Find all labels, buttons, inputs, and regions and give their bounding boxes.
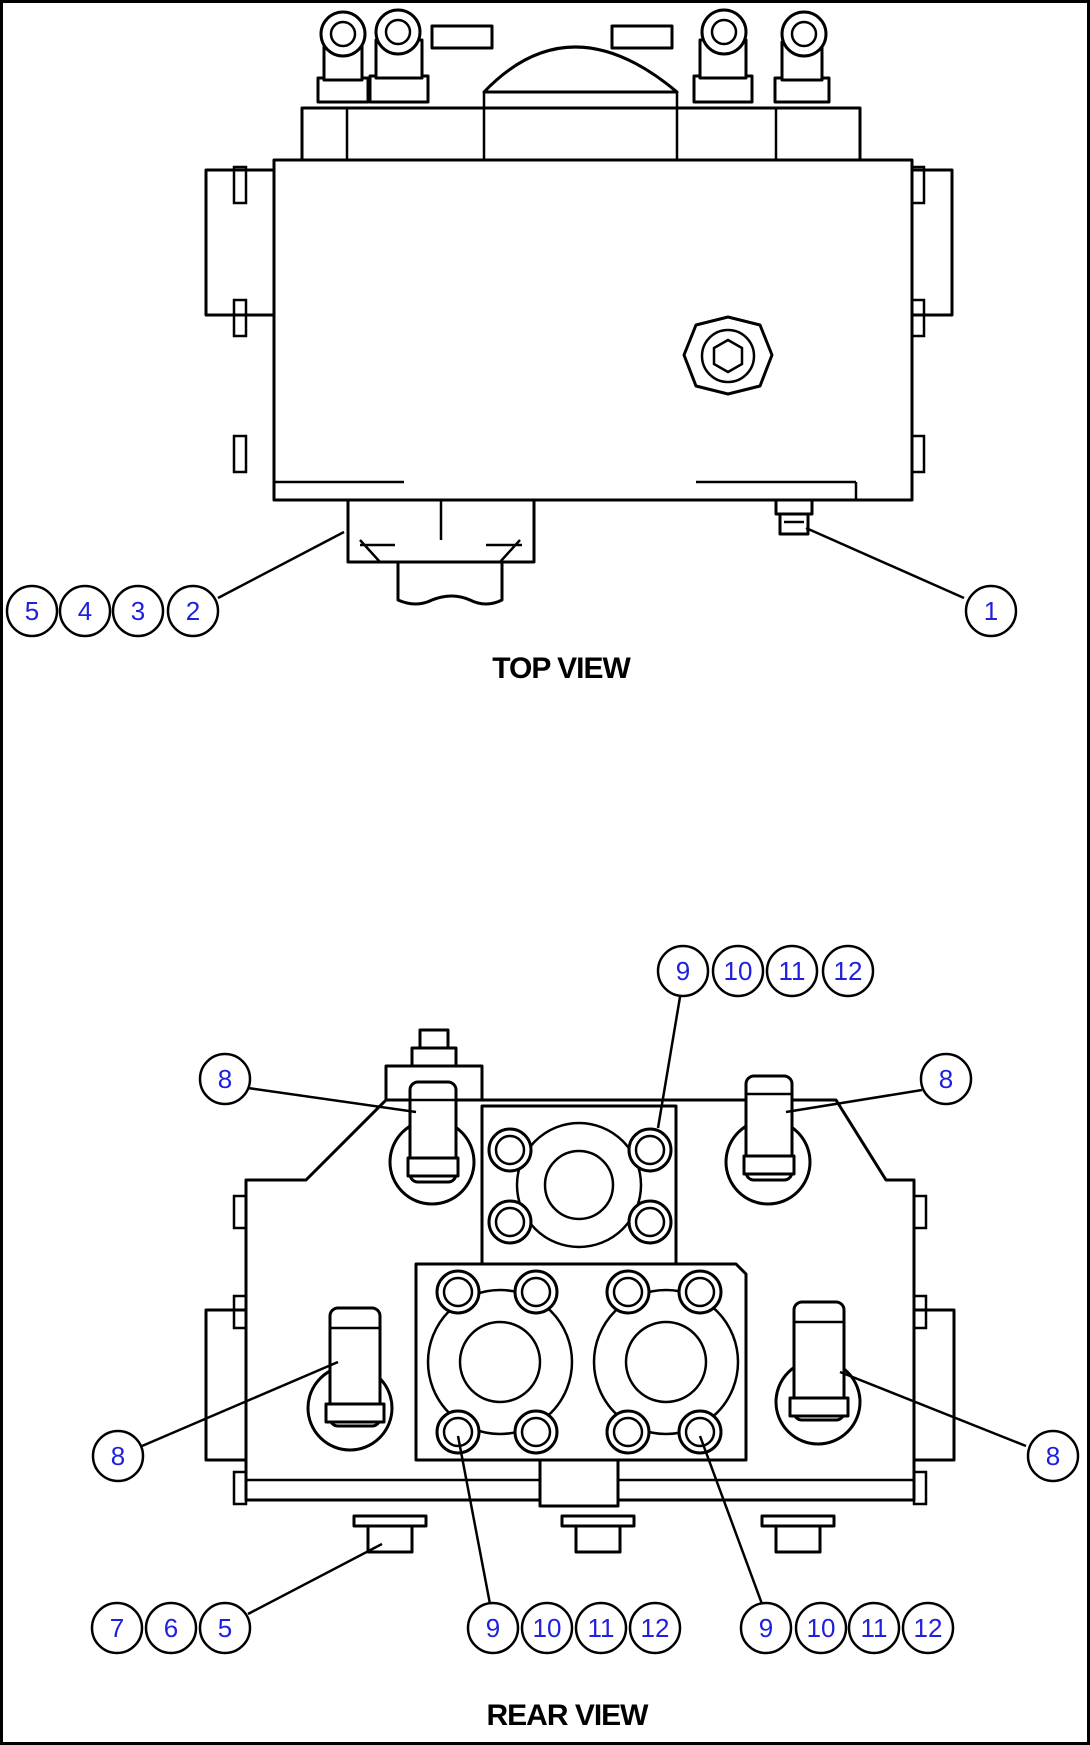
- svg-text:8: 8: [218, 1064, 232, 1094]
- leader-8-upper-right: [785, 1088, 923, 1114]
- leader-top-right: [805, 526, 965, 600]
- svg-text:8: 8: [939, 1064, 953, 1094]
- callout-balloon[interactable]: 12: [901, 1601, 955, 1655]
- svg-text:3: 3: [131, 596, 145, 626]
- top-main-body: [272, 158, 914, 502]
- elbow-fitting-mid-right: [774, 1300, 862, 1446]
- leader-8-upper-left: [247, 1086, 417, 1114]
- callout-balloon[interactable]: 11: [574, 1601, 628, 1655]
- callout-balloon[interactable]: 5: [5, 584, 59, 638]
- svg-text:2: 2: [186, 596, 200, 626]
- leader-rear-bottom-right: [698, 1435, 764, 1605]
- callout-balloon[interactable]: 12: [628, 1601, 682, 1655]
- svg-text:10: 10: [533, 1613, 562, 1643]
- rear-right-plate: [906, 1308, 956, 1462]
- svg-text:8: 8: [1046, 1441, 1060, 1471]
- callout-balloon[interactable]: 2: [166, 584, 220, 638]
- svg-text:5: 5: [218, 1613, 232, 1643]
- callout-balloon[interactable]: 9: [739, 1601, 793, 1655]
- flange-bolts: [435, 1127, 723, 1455]
- elbow-fitting-mid-left: [306, 1306, 394, 1452]
- callout-balloon[interactable]: 10: [711, 944, 765, 998]
- top-dome: [482, 45, 679, 94]
- leader-8-mid-right: [839, 1370, 1027, 1448]
- top-view-drawing: [204, 8, 954, 606]
- rear-lower-flange: [414, 1262, 748, 1462]
- svg-text:12: 12: [834, 956, 863, 986]
- callout-balloon[interactable]: 4: [58, 584, 112, 638]
- top-hex-plug: [682, 315, 774, 396]
- callout-balloon[interactable]: 11: [847, 1601, 901, 1655]
- callout-balloon[interactable]: 10: [794, 1601, 848, 1655]
- top-left-plate: [204, 168, 276, 317]
- callout-balloon[interactable]: 11: [765, 944, 819, 998]
- callout-balloon[interactable]: 8: [1026, 1429, 1080, 1483]
- top-nut-left: [430, 24, 494, 50]
- leader-8-mid-left: [141, 1360, 339, 1448]
- leader-rear-bottom-center: [456, 1435, 492, 1605]
- svg-text:12: 12: [914, 1613, 943, 1643]
- svg-text:9: 9: [759, 1613, 773, 1643]
- callout-balloon[interactable]: 9: [466, 1601, 520, 1655]
- svg-text:1: 1: [984, 596, 998, 626]
- svg-text:11: 11: [861, 1613, 888, 1643]
- bottom-bolts: [352, 1514, 836, 1554]
- svg-text:6: 6: [164, 1613, 178, 1643]
- top-fitting-3: [692, 8, 754, 104]
- top-small-fitting: [774, 498, 814, 536]
- rear-view-label: REAR VIEW: [486, 1699, 649, 1732]
- svg-text:9: 9: [486, 1613, 500, 1643]
- callout-balloon[interactable]: 5: [198, 1601, 252, 1655]
- rear-top-bracket: [384, 1028, 484, 1102]
- svg-text:4: 4: [78, 596, 92, 626]
- callout-balloon[interactable]: 12: [821, 944, 875, 998]
- svg-text:5: 5: [25, 596, 39, 626]
- leader-top-left: [217, 530, 345, 600]
- callout-balloon[interactable]: 8: [91, 1429, 145, 1483]
- svg-text:12: 12: [641, 1613, 670, 1643]
- elbow-fitting-upper-right: [724, 1074, 812, 1206]
- top-fitting-1: [316, 10, 370, 104]
- svg-text:10: 10: [724, 956, 753, 986]
- top-fitting-4: [773, 10, 831, 104]
- rear-left-plate: [204, 1308, 254, 1462]
- top-nut-right: [610, 24, 674, 50]
- callout-balloon[interactable]: 1: [964, 584, 1018, 638]
- elbow-fitting-upper-left: [388, 1080, 476, 1206]
- top-fitting-2: [368, 8, 430, 104]
- svg-text:10: 10: [807, 1613, 836, 1643]
- callout-balloon[interactable]: 8: [198, 1052, 252, 1106]
- callout-balloon[interactable]: 9: [656, 944, 710, 998]
- callout-balloon[interactable]: 7: [90, 1601, 144, 1655]
- svg-text:9: 9: [676, 956, 690, 986]
- top-view-label: TOP VIEW: [492, 652, 631, 685]
- callout-balloon[interactable]: 8: [919, 1052, 973, 1106]
- svg-text:11: 11: [588, 1613, 615, 1643]
- callout-balloon[interactable]: 6: [144, 1601, 198, 1655]
- svg-text:7: 7: [110, 1613, 124, 1643]
- svg-text:8: 8: [111, 1441, 125, 1471]
- rear-bottom-port: [538, 1458, 620, 1508]
- callout-balloon[interactable]: 3: [111, 584, 165, 638]
- top-bottom-port: [346, 498, 536, 606]
- leader-rear-bottom-left: [247, 1542, 383, 1616]
- svg-text:11: 11: [779, 956, 806, 986]
- rear-view-drawing: [204, 1028, 956, 1554]
- callout-balloon[interactable]: 10: [520, 1601, 574, 1655]
- leader-rear-top: [656, 996, 682, 1129]
